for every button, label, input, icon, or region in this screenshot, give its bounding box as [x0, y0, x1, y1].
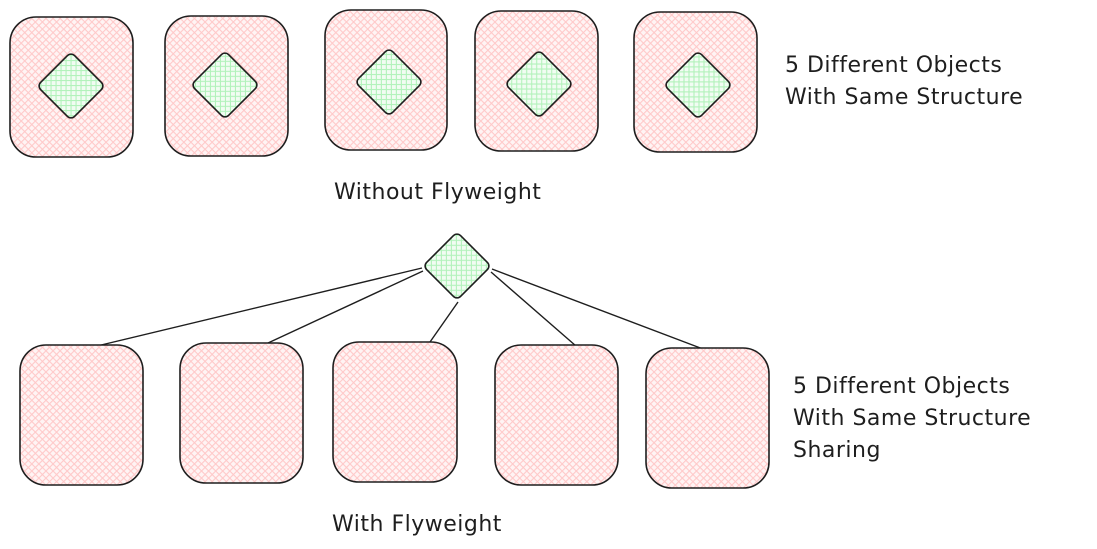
title-with-flyweight: With Flyweight — [332, 512, 502, 537]
structure-diamond-icon — [665, 52, 731, 118]
note-bottom-line-1: 5 Different Objects — [793, 374, 1010, 399]
note-bottom-line-3: Sharing — [793, 438, 881, 463]
note-top-line-2: With Same Structure — [785, 85, 1023, 110]
object-box-top-1[interactable] — [9, 16, 134, 158]
link-line-3 — [429, 301, 459, 343]
object-box-bottom-5[interactable] — [645, 347, 770, 489]
structure-diamond-icon — [192, 52, 258, 118]
link-line-1 — [96, 267, 423, 347]
structure-diamond-icon — [506, 51, 572, 117]
structure-diamond-icon — [356, 49, 422, 115]
object-box-top-5[interactable] — [633, 11, 758, 153]
object-box-bottom-2[interactable] — [179, 342, 304, 484]
object-box-top-4[interactable] — [474, 10, 599, 152]
note-top-line-1: 5 Different Objects — [785, 53, 1002, 78]
without-flyweight-group — [9, 9, 758, 158]
object-box-bottom-4[interactable] — [494, 344, 619, 486]
with-flyweight-group — [19, 232, 770, 489]
object-box-top-2[interactable] — [164, 15, 289, 157]
object-box-bottom-3[interactable] — [332, 341, 458, 483]
link-line-2 — [267, 270, 424, 344]
link-line-5 — [491, 268, 704, 350]
structure-diamond-icon — [38, 53, 104, 119]
link-line-4 — [490, 271, 577, 347]
object-box-bottom-1[interactable] — [19, 344, 144, 486]
object-box-top-3[interactable] — [324, 9, 448, 151]
shared-structure-diamond-icon[interactable] — [423, 232, 491, 300]
title-without-flyweight: Without Flyweight — [334, 180, 541, 205]
note-bottom-line-2: With Same Structure — [793, 406, 1031, 431]
